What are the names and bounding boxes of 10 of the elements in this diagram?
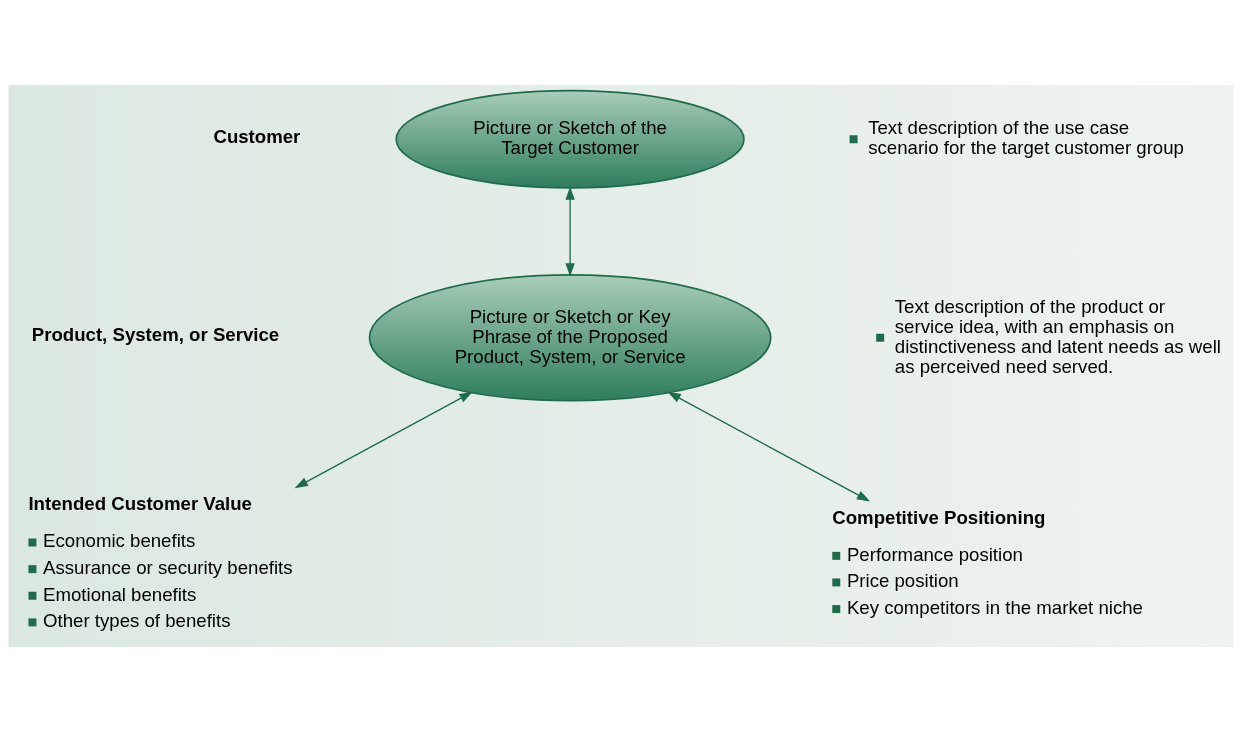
arrow [565,186,575,277]
label: Customer [213,125,301,147]
label: Text description of the product or service idea, with an emphasis on distinctiveness and latent needs as well as perceived need served. [894,295,1221,377]
arrow [667,391,871,502]
arrow [294,391,473,489]
node-text: Intended Customer Value Economic benefits Assurance or security benefits Emotional benefits Other types of benefits [28,493,293,632]
label: Product, System, or Service [31,324,280,346]
node-ellipse: Picture or Sketch of the Target Customer [395,89,745,189]
node-text: Competitive Positioning Performance position Price position Key competitors in the market niche [832,506,1143,618]
label: Text description of the use case scenario for the target customer group [868,117,1184,159]
